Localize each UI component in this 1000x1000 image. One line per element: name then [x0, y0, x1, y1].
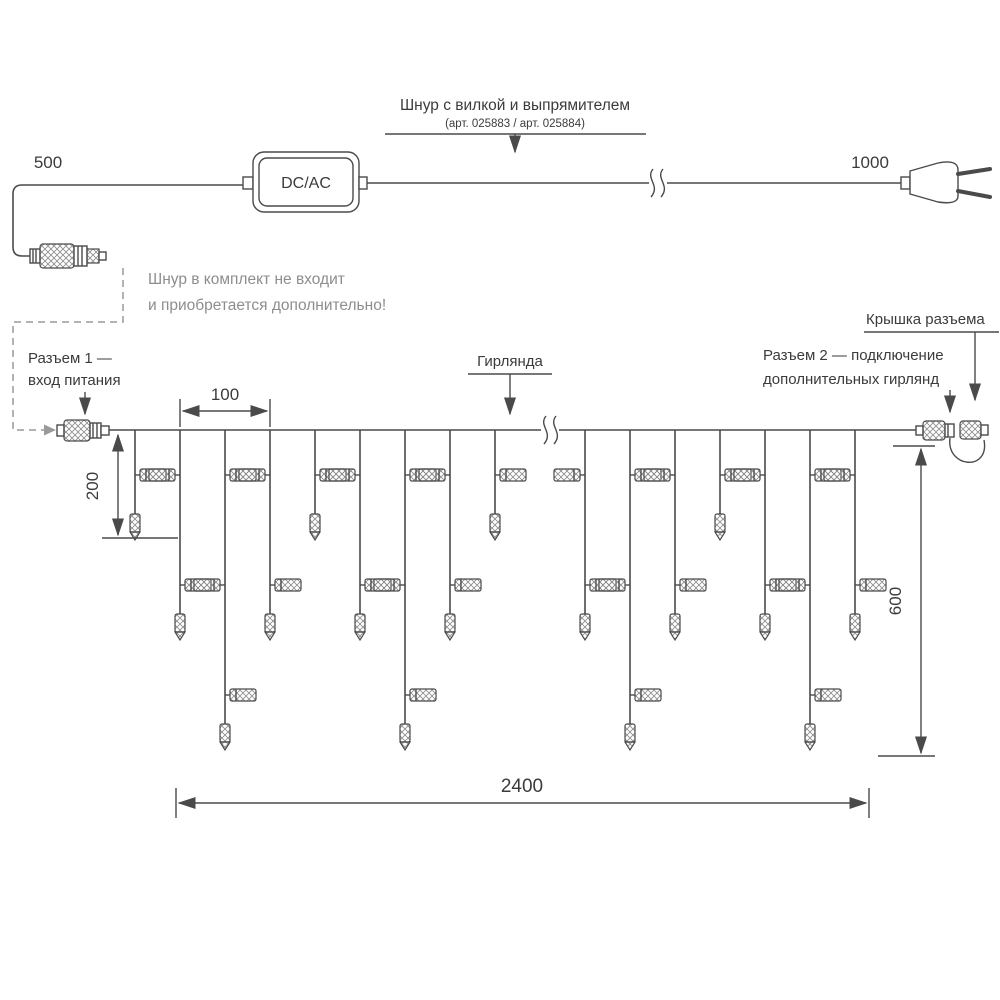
garland-drop	[778, 430, 842, 752]
cap-strap-loop	[949, 437, 986, 463]
garland-tip-lamp	[714, 513, 726, 533]
garland-drop	[823, 430, 887, 642]
dim-200-label: 200	[83, 472, 102, 500]
garland-lamp	[418, 468, 446, 482]
garland-lamp	[679, 578, 707, 592]
garland-lamp	[823, 468, 851, 482]
garland-drop	[713, 430, 752, 542]
garland-tip-lamp	[579, 613, 591, 633]
cord-title: Шнур с вилкой и выпрямителем	[400, 97, 630, 114]
garland-tip-lamp	[804, 723, 816, 743]
cap-label: Крышка разъема	[864, 311, 999, 402]
garland-lamp	[409, 688, 437, 702]
garland-lamp	[634, 688, 662, 702]
garland-tip-lamp	[219, 723, 231, 743]
garland-lamp	[229, 688, 257, 702]
dc-ac-converter: DC/AC	[242, 151, 368, 213]
dim-500-label: 500	[34, 153, 62, 172]
garland-lamp	[778, 578, 806, 592]
connector2-line1: Разъем 2 — подключение	[763, 347, 944, 364]
dimension-2400: 2400	[175, 776, 870, 818]
connector-cap	[949, 420, 989, 463]
garland-tip-lamp	[444, 613, 456, 633]
garland-tip-lamp	[264, 613, 276, 633]
dashed-route-arrowhead	[44, 424, 56, 436]
garland-drop	[238, 430, 302, 642]
connector2-label: Разъем 2 — подключение дополнительных ги…	[763, 347, 957, 414]
garland-drop	[308, 430, 347, 542]
garland-lamp	[598, 578, 626, 592]
dim-2400-label: 2400	[501, 776, 543, 797]
garland-lamp	[499, 468, 527, 482]
garland-drop	[128, 430, 167, 542]
garland-tip-lamp	[759, 613, 771, 633]
garland-label: Гирлянда	[468, 353, 552, 416]
garland-drops	[128, 430, 887, 752]
connector-1	[56, 419, 110, 442]
plug-pin-bottom	[956, 189, 992, 199]
garland-lamp	[148, 468, 176, 482]
garland-lamp	[859, 578, 887, 592]
garland-tip-lamp	[129, 513, 141, 533]
dimension-600: 600	[878, 445, 935, 757]
garland-lamp	[373, 578, 401, 592]
garland-drop	[328, 430, 392, 642]
dimension-200: 200	[83, 433, 178, 539]
dimension-100: 100	[179, 385, 271, 427]
converter-label: DC/AC	[281, 175, 331, 192]
garland-drop	[553, 430, 617, 642]
connector1-line1: Разъем 1 —	[28, 350, 112, 367]
garland-tip-lamp	[174, 613, 186, 633]
power-input-plug-connector	[29, 243, 107, 269]
garland-drop	[148, 430, 212, 642]
garland-drop	[488, 430, 527, 542]
garland-tip-lamp	[399, 723, 411, 743]
garland-tip-lamp	[624, 723, 636, 743]
plug-pin-top	[956, 167, 992, 176]
garland-lamp	[553, 468, 581, 482]
garland-drop	[418, 430, 482, 642]
connector1-label: Разъем 1 — вход питания	[28, 350, 121, 416]
dim-600-label: 600	[886, 587, 905, 615]
garland-tip-lamp	[489, 513, 501, 533]
garland-drop	[598, 430, 662, 752]
garland-assembly	[56, 415, 989, 752]
garland-tip-lamp	[309, 513, 321, 533]
cord-wire-left	[12, 184, 253, 257]
garland-lamp	[814, 688, 842, 702]
connector2-line2: дополнительных гирлянд	[763, 371, 939, 388]
garland-tip-lamp	[354, 613, 366, 633]
cap-label-text: Крышка разъема	[866, 311, 985, 328]
garland-lamp	[238, 468, 266, 482]
garland-lamp	[274, 578, 302, 592]
garland-label-text: Гирлянда	[477, 353, 543, 370]
garland-lamp	[454, 578, 482, 592]
garland-drop	[733, 430, 797, 642]
connector-2	[915, 420, 955, 441]
note-line2: и приобретается дополнительно!	[148, 297, 386, 314]
not-included-note: Шнур в комплект не входит и приобретаетс…	[148, 271, 386, 314]
power-plug	[900, 161, 992, 204]
garland-lamp	[193, 578, 221, 592]
dashed-route	[12, 268, 124, 436]
garland-tip-lamp	[849, 613, 861, 633]
note-line1: Шнур в комплект не входит	[148, 271, 345, 288]
garland-drop	[643, 430, 707, 642]
garland-lamp	[328, 468, 356, 482]
cord-break-symbol	[650, 168, 666, 198]
connector1-line2: вход питания	[28, 372, 121, 389]
dim-100-label: 100	[211, 385, 239, 404]
cord-subtitle: (арт. 025883 / арт. 025884)	[445, 118, 585, 130]
garland-tip-lamp	[669, 613, 681, 633]
power-cord-assembly: DC/AC 500 1000	[12, 151, 992, 269]
garland-break-symbol	[543, 415, 559, 445]
garland-lamp	[643, 468, 671, 482]
dim-1000-label: 1000	[851, 153, 889, 172]
garland-lamp	[733, 468, 761, 482]
cord-callout: Шнур с вилкой и выпрямителем (арт. 02588…	[385, 97, 646, 154]
